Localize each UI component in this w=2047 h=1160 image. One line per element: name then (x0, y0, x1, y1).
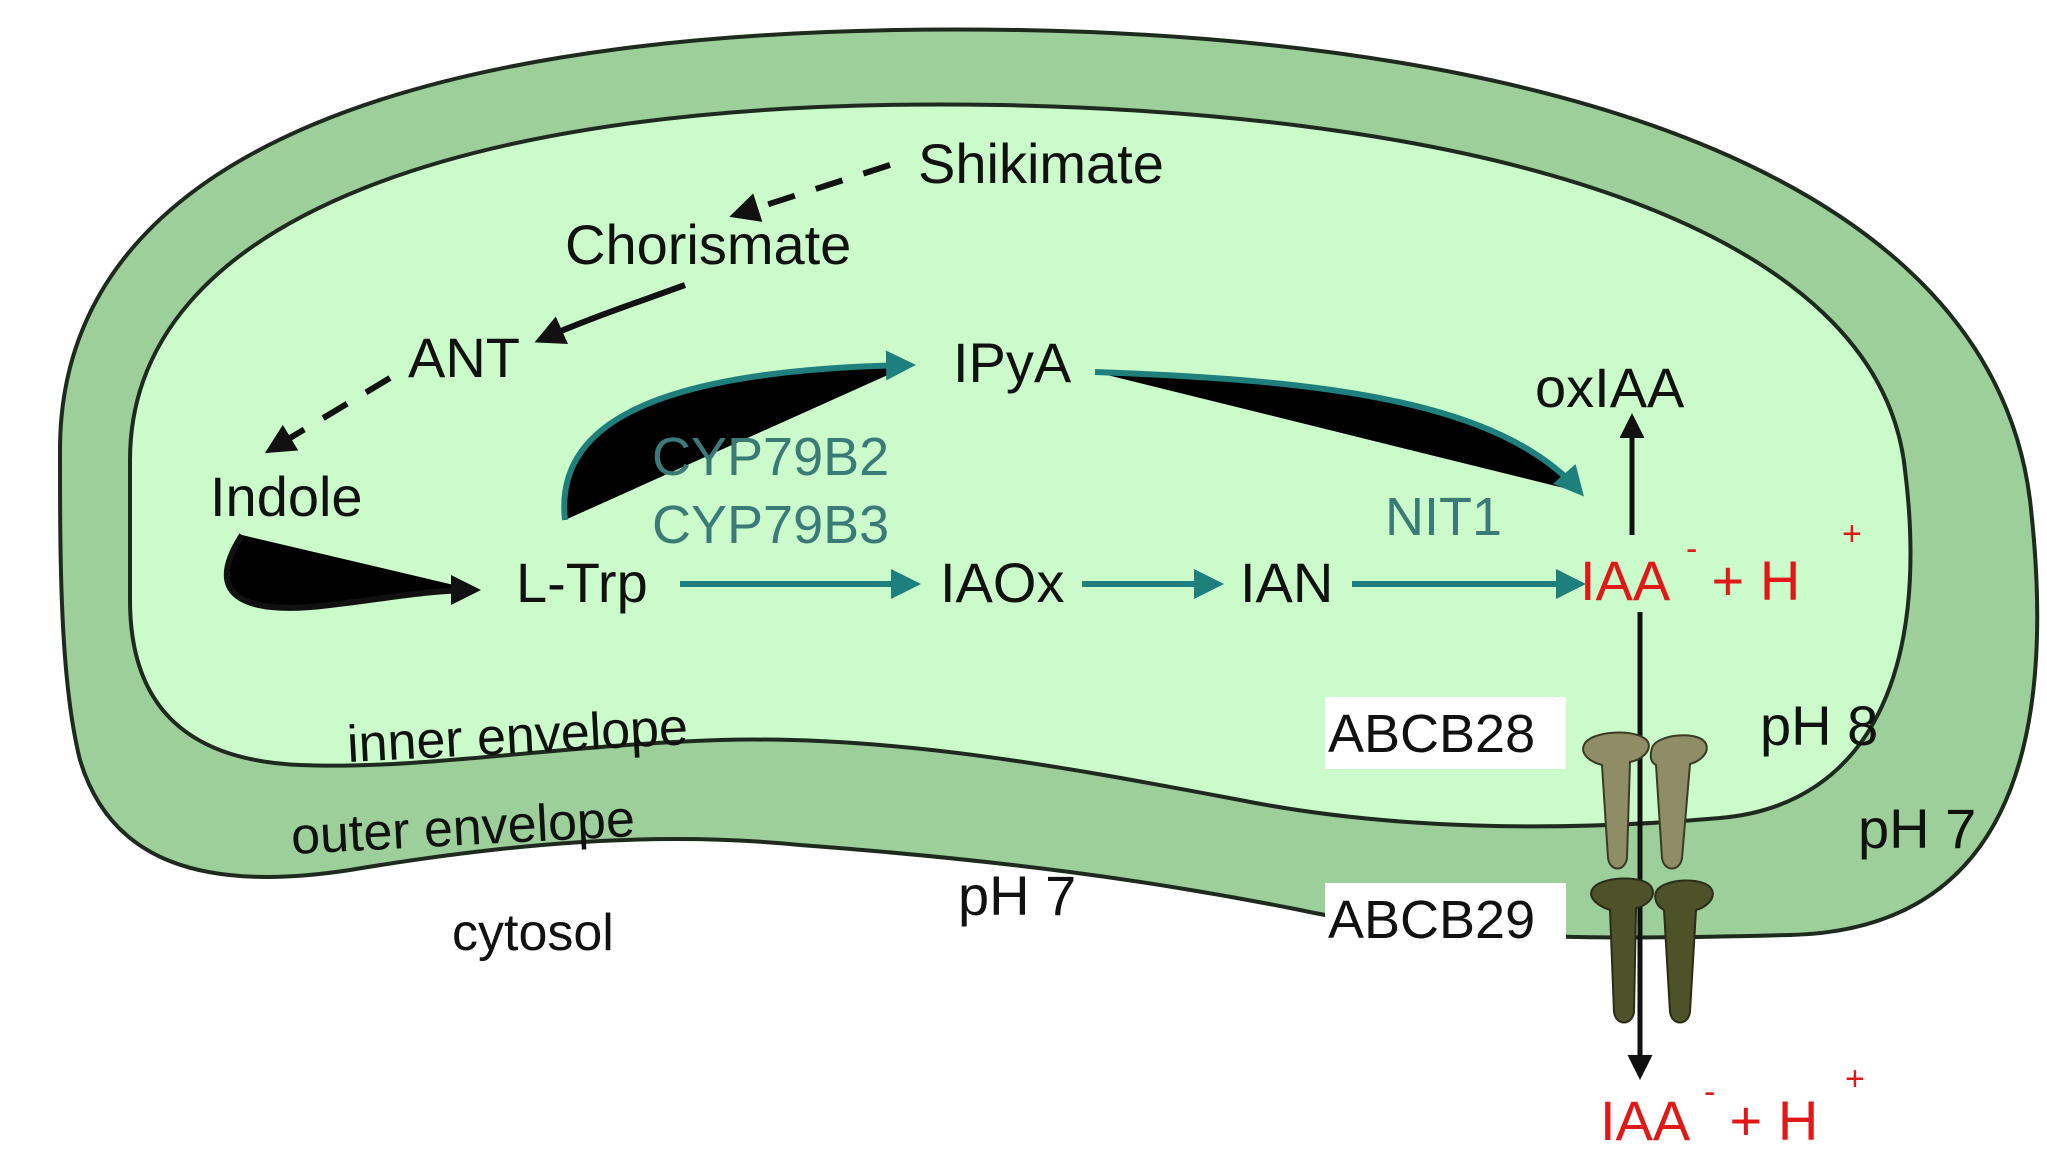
iaa-stroma-base: IAA (1580, 549, 1671, 612)
cyp79b2-label: CYP79B2 (652, 427, 889, 487)
ph-intermembrane-label: pH 7 (1858, 797, 1976, 860)
arrow-chorismate-ant (534, 282, 687, 344)
abcb29-transporter-icon (1590, 877, 1714, 1024)
arrow-shikimate-chorismate (729, 162, 891, 222)
iaa-cytosol-proton-charge: + (1845, 1060, 1865, 1098)
arrow-ipya-iaa (1094, 369, 1584, 497)
ltrp-label: L-Trp (516, 551, 648, 614)
cyp79b3-label: CYP79B3 (652, 495, 889, 555)
iaa-cytosol-proton: + H (1714, 1089, 1818, 1152)
iaox-label: IAOx (940, 551, 1064, 614)
iaa-stroma-label: IAA - + H + (1580, 515, 1862, 612)
iaa-cytosol-charge: - (1704, 1073, 1715, 1111)
stroma-shape (128, 102, 1913, 829)
ph-stroma-label: pH 8 (1760, 694, 1878, 757)
chorismate-label: Chorismate (565, 213, 851, 276)
iaa-cytosol-label: IAA - + H + (1600, 1060, 1865, 1152)
ian-label: IAN (1240, 551, 1333, 614)
iaa-stroma-proton-charge: + (1842, 515, 1862, 553)
nit1-label: NIT1 (1385, 487, 1502, 547)
indole-label: Indole (210, 465, 363, 528)
abcb29-label: ABCB29 (1328, 890, 1535, 950)
abcb28-transporter-icon (1582, 731, 1708, 870)
abcb28-label-box (1325, 697, 1566, 769)
arrow-indole-ltrp (223, 533, 481, 611)
ipya-label: IPyA (953, 331, 1072, 394)
cytosol-label: cytosol (452, 904, 614, 962)
iaa-stroma-proton: + H (1696, 549, 1800, 612)
arrow-ant-indole (264, 375, 392, 454)
ph-cytosol-label: pH 7 (958, 864, 1076, 927)
iaa-cytosol-base: IAA (1600, 1089, 1691, 1152)
arrow-ltrp-ipya (561, 350, 916, 521)
abcb29-label-box (1325, 883, 1566, 955)
ant-label: ANT (408, 326, 520, 389)
shikimate-label: Shikimate (918, 132, 1164, 195)
iaa-stroma-charge: - (1686, 530, 1697, 568)
abcb28-label: ABCB28 (1328, 704, 1535, 764)
oxiaa-label: oxIAA (1535, 356, 1685, 419)
